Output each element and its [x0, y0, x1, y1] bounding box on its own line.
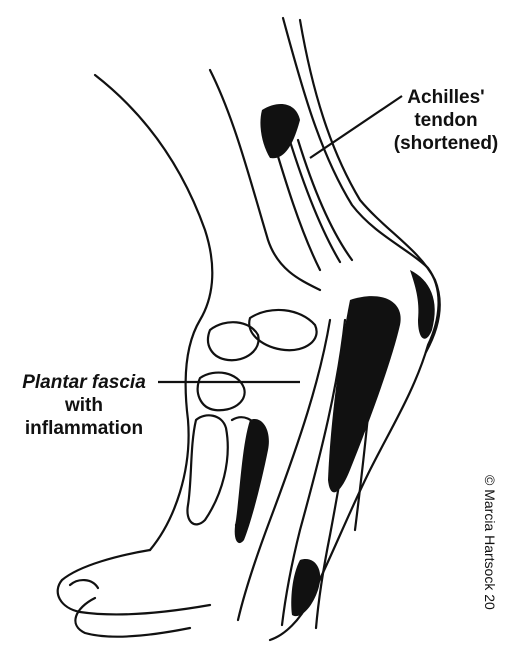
achilles-label-line-1: Achilles' — [384, 86, 508, 109]
heel-shadow — [410, 270, 435, 339]
plantar-fascia-label: Plantar fascia with inflammation — [8, 371, 160, 440]
navicular-bone — [208, 322, 259, 360]
achilles-tendon-line-2 — [285, 125, 340, 262]
cuneiform-bone — [198, 373, 245, 411]
leg-front-outline — [95, 75, 212, 550]
big-toe-outline — [58, 550, 210, 614]
achilles-tendon-line-3 — [298, 140, 352, 260]
metatarsal-bone-1 — [187, 415, 227, 524]
toe-nail — [70, 580, 98, 588]
toe-outline-2 — [75, 598, 190, 637]
achilles-label-line-3: (shortened) — [384, 132, 508, 155]
plantar-fascia-inflammation — [328, 296, 401, 492]
achilles-label-line-2: tendon — [384, 109, 508, 132]
plantar-label-line-3: inflammation — [8, 417, 160, 440]
achilles-tendon-label: Achilles' tendon (shortened) — [384, 86, 508, 155]
talus-bone — [249, 310, 316, 350]
achilles-shadow — [260, 104, 300, 158]
sole-shadow — [291, 559, 320, 616]
arch-shadow — [235, 419, 269, 543]
plantar-label-line-1: Plantar fascia — [8, 371, 160, 394]
copyright-credit: © Marcia Hartsock 20 — [482, 475, 498, 610]
plantar-label-line-2: with — [8, 394, 160, 417]
